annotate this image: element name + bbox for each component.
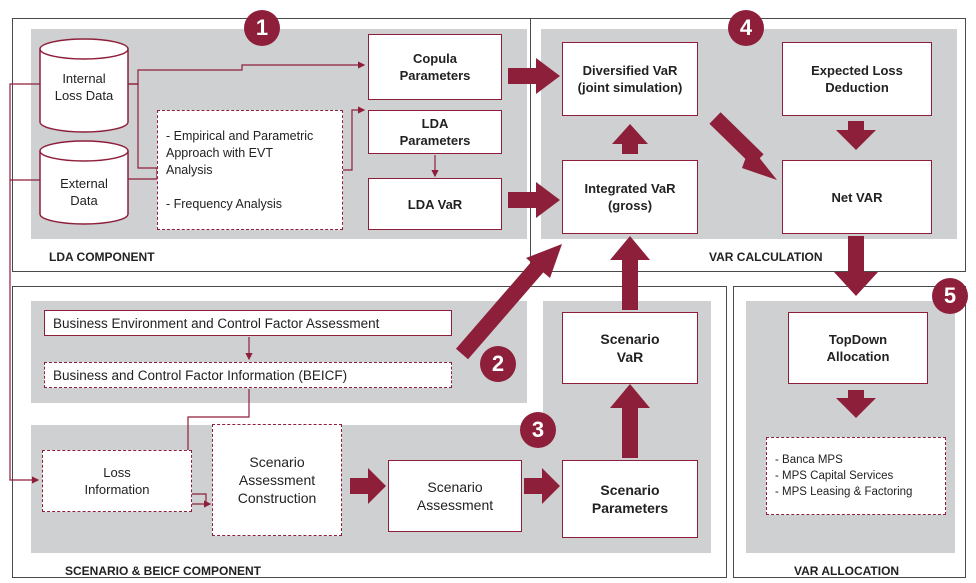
expected-loss-deduction-box: Expected Loss Deduction [782,42,932,116]
lda-panel-label: LDA COMPONENT [49,250,155,264]
beicf-box: Business and Control Factor Information … [44,362,452,388]
step-badge-1: 1 [244,10,280,46]
scenario-assessment-construction-box: Scenario Assessment Construction [212,424,342,536]
copula-parameters-box: Copula Parameters [368,34,502,100]
step-badge-2: 2 [480,346,516,382]
var-allocation-panel-label: VAR ALLOCATION [794,564,900,578]
scenario-assessment-box: Scenario Assessment [388,460,522,532]
external-data-label: External Data [60,176,108,208]
step-badge-5: 5 [932,278,968,314]
var-calculation-panel-label: VAR CALCULATION [709,250,823,264]
diversified-var-box: Diversified VaR (joint simulation) [562,42,698,116]
scenario-var-box: Scenario VaR [562,312,698,384]
internal-loss-data-label: Internal Loss Data [54,71,114,103]
scenario-parameters-box: Scenario Parameters [562,460,698,538]
lda-parameters-box: LDA Parameters [368,110,502,154]
step-badge-4: 4 [728,10,764,46]
net-var-box: Net VAR [782,160,932,234]
business-env-box: Business Environment and Control Factor … [44,310,452,336]
loss-information-box: Loss Information [42,450,192,512]
empirical-approach-box: - Empirical and Parametric Approach with… [157,110,343,230]
lda-var-box: LDA VaR [368,178,502,230]
step-badge-3: 3 [520,412,556,448]
topdown-allocation-box: TopDown Allocation [788,312,928,384]
scenario-panel-label: SCENARIO & BEICF COMPONENT [65,564,262,578]
entities-box: - Banca MPS - MPS Capital Services - MPS… [766,437,946,515]
integrated-var-box: Integrated VaR (gross) [562,160,698,234]
